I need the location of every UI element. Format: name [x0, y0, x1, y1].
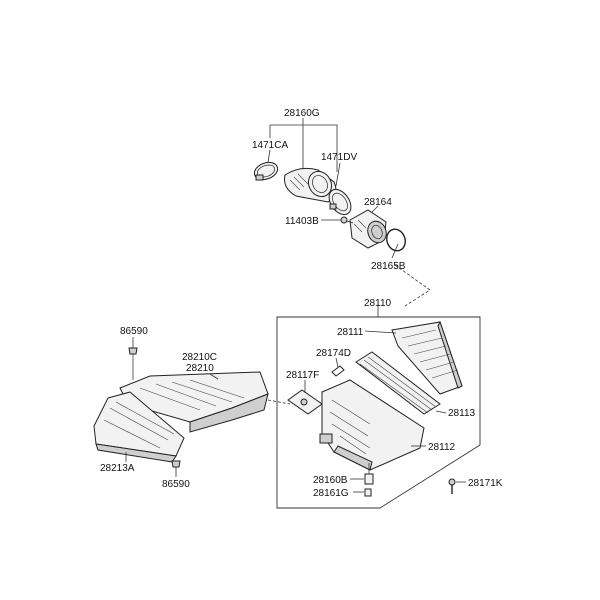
label-28164: 28164: [364, 197, 392, 208]
label-28161G: 28161G: [313, 488, 349, 499]
label-28160G: 28160G: [284, 108, 320, 119]
assembly-outline: [276, 316, 481, 509]
label-28174D: 28174D: [316, 348, 351, 359]
air-cleaner-assembly: [276, 304, 481, 509]
label-1471DV: 1471DV: [321, 152, 357, 163]
mount-grommet: [364, 473, 374, 485]
bolt-28171K: [448, 478, 466, 494]
label-28171K: 28171K: [468, 478, 503, 489]
intake-duct-group: [93, 337, 291, 477]
mount-cap: [364, 488, 372, 497]
label-28210C: 28210C: [182, 352, 217, 363]
label-28210: 28210: [186, 363, 214, 374]
label-86590-bottom: 86590: [162, 479, 190, 490]
label-28113: 28113: [448, 408, 476, 419]
fastener-bottom: [171, 460, 181, 468]
label-28117F: 28117F: [286, 370, 319, 381]
screw: [340, 216, 348, 224]
label-28160B: 28160B: [313, 475, 348, 486]
label-28112: 28112: [428, 442, 456, 453]
air-flow-sensor-group: [253, 118, 406, 259]
label-28110: 28110: [364, 298, 392, 309]
label-1471CA: 1471CA: [252, 140, 288, 151]
gasket-ring: [386, 228, 406, 252]
label-28213A: 28213A: [100, 463, 135, 474]
fastener-top: [128, 347, 138, 355]
filter-element: [355, 351, 441, 415]
label-28165B: 28165B: [371, 261, 406, 272]
label-86590-top: 86590: [120, 326, 148, 337]
label-28111: 28111: [337, 327, 364, 338]
label-11403B: 11403B: [285, 216, 319, 227]
clip: [331, 365, 345, 377]
